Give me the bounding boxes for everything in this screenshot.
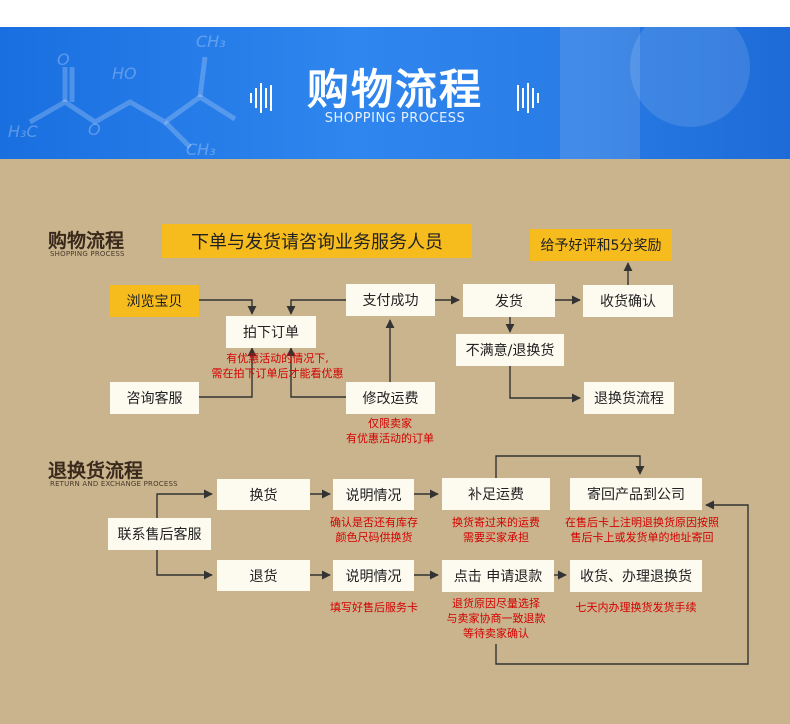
header-banner: O HO H₃C O CH₃ CH₃ 购物流程 SHOPPING PROCESS: [0, 27, 790, 159]
send-back-note: 在售后卡上注明退换货原因按照 售后卡上或发货单的地址寄回: [556, 515, 728, 545]
apply-refund-note-line2: 与卖家协商一致退款: [446, 612, 546, 625]
modify-fee-box: 修改运费: [346, 382, 435, 414]
svg-text:O: O: [57, 50, 70, 69]
shopping-section-subtitle: SHOPPING PROCESS: [50, 250, 125, 258]
banner-subtitle: SHOPPING PROCESS: [324, 111, 466, 126]
return-flow-box: 退换货流程: [584, 382, 674, 414]
fee-note-line1: 仅限卖家: [368, 417, 412, 430]
order-box: 拍下订单: [226, 316, 316, 348]
consult-box: 咨询客服: [110, 382, 199, 414]
svg-text:CH₃: CH₃: [186, 140, 216, 159]
shopping-section-title: 购物流程: [48, 230, 125, 252]
explain2-box: 说明情况: [333, 560, 414, 591]
returns-section-title: 退换货流程: [48, 460, 144, 482]
explain1-note-line2: 颜色尺码供换货: [335, 531, 413, 544]
fee-note-line2: 有优惠活动的订单: [346, 432, 434, 445]
supplement-fee-box: 补足运费: [442, 478, 550, 510]
notice-box: 下单与发货请咨询业务服务人员: [162, 224, 472, 258]
supplement-fee-note-line1: 换货寄过来的运费: [452, 516, 540, 529]
apply-refund-note-line1: 退货原因尽量选择: [452, 597, 540, 610]
svg-text:CH₃: CH₃: [196, 32, 226, 51]
returns-section-subtitle: RETURN AND EXCHANGE PROCESS: [50, 480, 178, 488]
browse-box: 浏览宝贝: [110, 285, 199, 317]
unsatisfied-box: 不满意/退换货: [456, 334, 564, 366]
apply-refund-note-line3: 等待卖家确认: [463, 627, 529, 640]
explain1-box: 说明情况: [333, 479, 414, 510]
reward-box: 给予好评和5分奖励: [530, 229, 672, 261]
send-back-note-line2: 售后卡上或发货单的地址寄回: [570, 531, 714, 544]
receive-refund-box: 收货、办理退换货: [570, 560, 702, 592]
supplement-fee-note: 换货寄过来的运费 需要买家承担: [436, 515, 556, 545]
explain1-note-line1: 确认是否还有库存: [330, 516, 418, 529]
explain1-note: 确认是否还有库存 颜色尺码供换货: [316, 515, 432, 545]
exchange-box: 换货: [217, 479, 310, 510]
order-note-line1: 有优惠活动的情况下,: [226, 352, 329, 365]
send-back-box: 寄回产品到公司: [570, 478, 702, 510]
banner-title: 购物流程: [306, 65, 483, 114]
send-back-note-line1: 在售后卡上注明退换货原因按照: [565, 516, 719, 529]
ship-box: 发货: [463, 284, 555, 317]
pay-box: 支付成功: [346, 284, 435, 316]
svg-text:O: O: [88, 120, 101, 139]
svg-text:HO: HO: [112, 64, 137, 83]
svg-text:H₃C: H₃C: [8, 122, 38, 141]
order-note-line2: 需在拍下订单后才能看优惠: [211, 367, 344, 380]
fee-note: 仅限卖家 有优惠活动的订单: [330, 416, 450, 446]
order-note: 有优惠活动的情况下, 需在拍下订单后才能看优惠: [190, 351, 365, 381]
refund-box: 退货: [217, 560, 310, 591]
supplement-fee-note-line2: 需要买家承担: [463, 531, 529, 544]
receive-refund-note: 七天内办理换货发货手续: [575, 601, 697, 614]
apply-refund-note: 退货原因尽量选择 与卖家协商一致退款 等待卖家确认: [430, 596, 562, 641]
receive-box: 收货确认: [583, 285, 673, 317]
molecule-decoration-icon: O HO H₃C O CH₃ CH₃: [8, 27, 750, 159]
explain2-note: 填写好售后服务卡: [330, 601, 418, 614]
contact-box: 联系售后客服: [108, 518, 211, 550]
apply-refund-box: 点击 申请退款: [442, 560, 554, 592]
